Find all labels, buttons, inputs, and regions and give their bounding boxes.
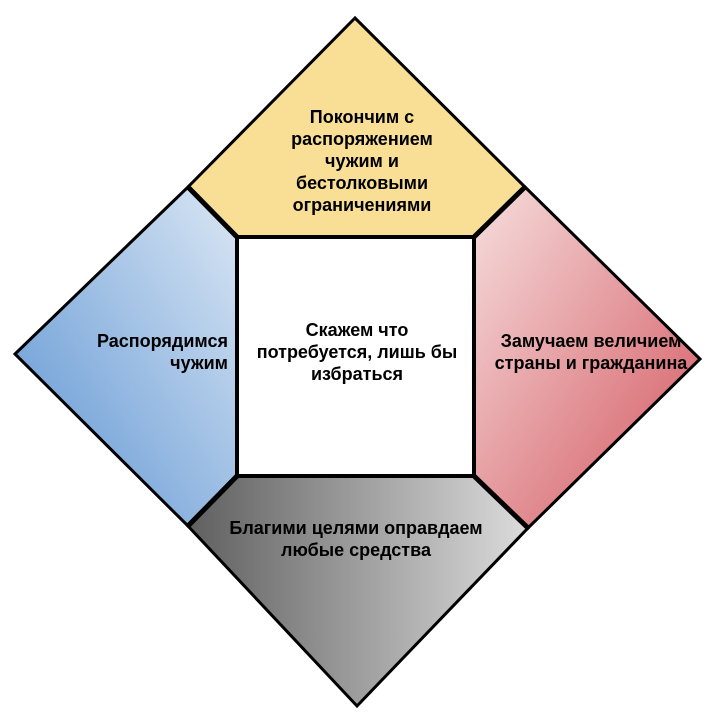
bottom-region-label: Благими целями оправдаем любые средства	[229, 518, 483, 560]
bottom-region	[185, 474, 531, 709]
separator-top-left	[186, 185, 239, 239]
left-region-label: Распорядимся чужим	[96, 331, 228, 373]
center-region-label: Скажем что потребуется, лишь бы избратьс…	[256, 320, 458, 384]
center-square	[235, 235, 476, 478]
top-region-label: Покончим с распоряжением чужим и бестолк…	[291, 107, 433, 215]
separator-bottom-right	[472, 474, 530, 530]
separator-bottom-left	[186, 474, 239, 528]
separator-top-right	[472, 185, 527, 239]
right-region-label: Замучаем величием страны и гражданина	[494, 331, 688, 373]
